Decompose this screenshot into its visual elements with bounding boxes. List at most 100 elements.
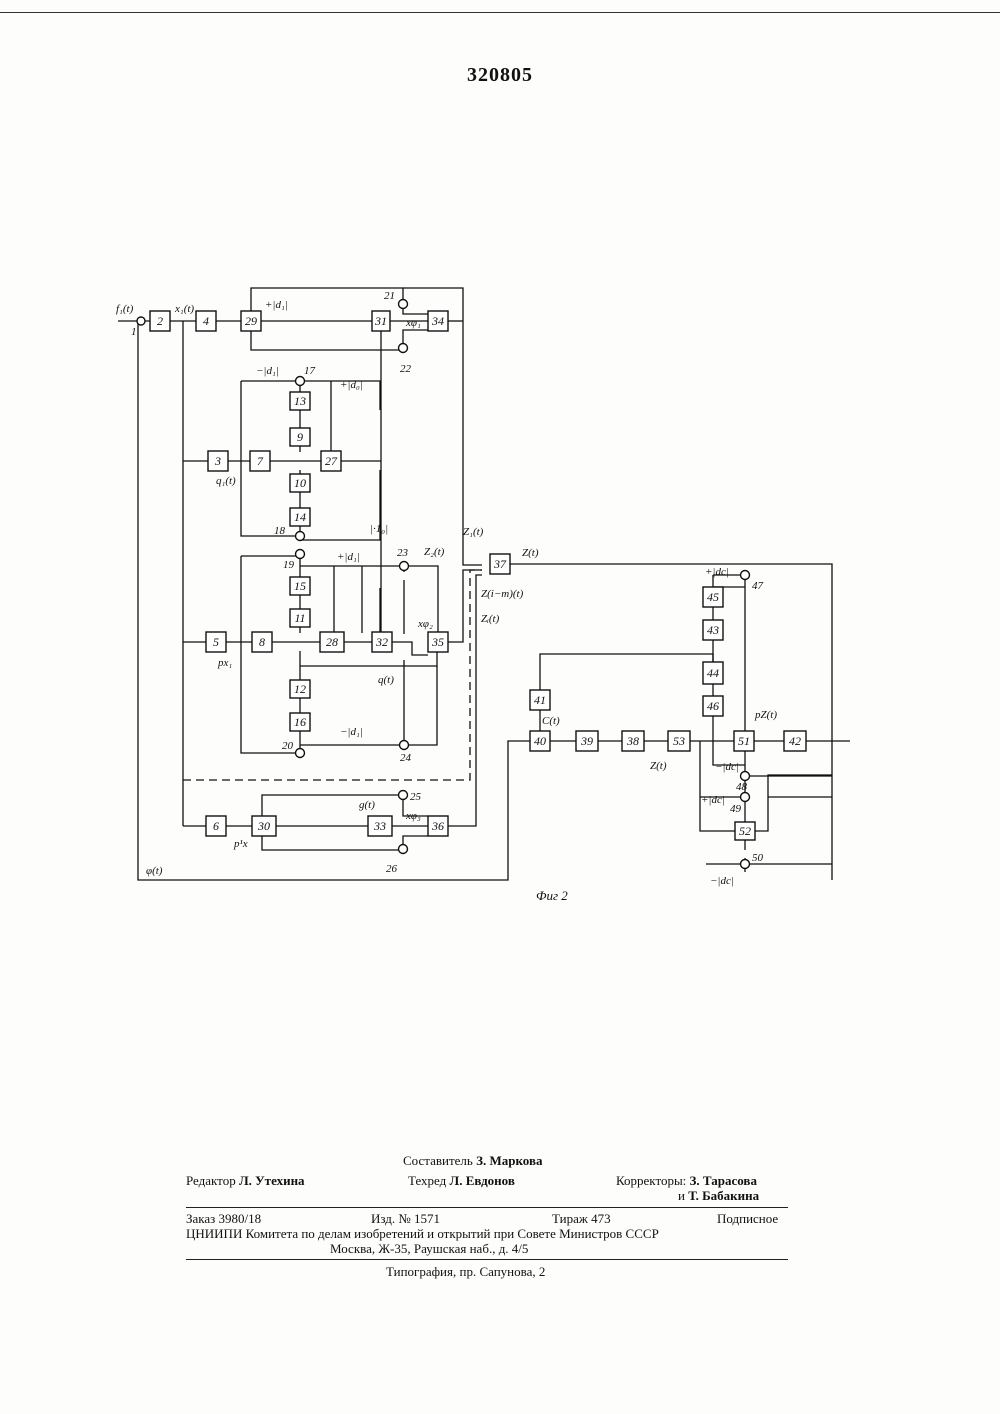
correctors-line-2: и Т. Бабакина — [678, 1188, 759, 1204]
subscription: Подписное — [717, 1211, 778, 1227]
block-4-label: 4 — [203, 314, 209, 328]
compiler-line: Составитель З. Маркова — [403, 1153, 542, 1169]
label-dc2: +|dc| — [701, 794, 725, 806]
summing-node-47 — [741, 571, 750, 580]
block-39-label: 39 — [580, 734, 593, 748]
node-numbers: 1 21 22 17 18 19 23 20 24 25 26 47 48 49… — [131, 290, 764, 875]
label-z2: Z₂(t) — [424, 546, 445, 558]
summing-node-17 — [296, 377, 305, 386]
label-d1-top: +|d₁| — [265, 299, 288, 311]
node-label-49: 49 — [730, 803, 742, 815]
block-28: 28 — [320, 632, 344, 652]
block-40: 40 — [530, 731, 550, 751]
block-12: 12 — [290, 680, 310, 698]
block-28-label: 28 — [326, 635, 338, 649]
node-label-25: 25 — [410, 791, 422, 803]
block-11-label: 11 — [294, 611, 305, 625]
node-label-48: 48 — [736, 781, 748, 793]
block-31-label: 31 — [374, 314, 387, 328]
summing-node-23 — [400, 562, 409, 571]
block-43-label: 43 — [707, 623, 719, 637]
label-zim: Z(i−m)(t) — [481, 588, 524, 600]
block-41-label: 41 — [534, 693, 546, 707]
summing-node-50 — [741, 860, 750, 869]
block-41: 41 — [530, 690, 550, 710]
block-13-label: 13 — [294, 394, 306, 408]
techred-name: Л. Евдонов — [450, 1173, 515, 1188]
block-11: 11 — [290, 609, 310, 627]
editor-label: Редактор — [186, 1173, 236, 1188]
node-label-50: 50 — [752, 852, 764, 864]
block-31: 31 — [372, 311, 390, 331]
edition-number: Изд. № 1571 — [371, 1211, 440, 1227]
committee: ЦНИИПИ Комитета по делам изобретений и о… — [186, 1226, 659, 1242]
block-12-label: 12 — [294, 682, 306, 696]
block-6-label: 6 — [213, 819, 219, 833]
block-38-label: 38 — [626, 734, 639, 748]
techred-label: Техред — [408, 1173, 446, 1188]
block-52: 52 — [735, 822, 755, 840]
block-10-label: 10 — [294, 476, 306, 490]
label-mdc: −|dc| — [715, 761, 739, 773]
block-15: 15 — [290, 577, 310, 595]
block-27-label: 27 — [325, 454, 338, 468]
summing-node-1 — [137, 317, 145, 325]
label-gt: g(t) — [359, 799, 375, 811]
summing-node-48 — [741, 772, 750, 781]
block-14: 14 — [290, 508, 310, 526]
node-label-1: 1 — [131, 326, 137, 338]
block-53: 53 — [668, 731, 690, 751]
block-2-label: 2 — [157, 314, 163, 328]
summing-node-49 — [741, 793, 750, 802]
corrector-name-2: Т. Бабакина — [688, 1188, 759, 1203]
block-37-label: 37 — [493, 557, 507, 571]
label-z1: Z₁(t) — [463, 526, 484, 538]
summing-node-21 — [399, 300, 408, 309]
block-45-label: 45 — [707, 590, 719, 604]
editor-name: Л. Утехина — [239, 1173, 305, 1188]
corrector-name-1: З. Тарасова — [690, 1173, 757, 1188]
block-13: 13 — [290, 392, 310, 410]
block-32-label: 32 — [375, 635, 388, 649]
summing-node-19 — [296, 550, 305, 559]
block-42: 42 — [784, 731, 806, 751]
block-29: 29 — [241, 311, 261, 331]
block-29-label: 29 — [245, 314, 257, 328]
address: Москва, Ж-35, Раушская наб., д. 4/5 — [330, 1241, 528, 1257]
block-16: 16 — [290, 713, 310, 731]
editor-line: Редактор Л. Утехина — [186, 1173, 305, 1189]
summing-node-25 — [399, 791, 408, 800]
block-44: 44 — [703, 662, 723, 684]
block-5-label: 5 — [213, 635, 219, 649]
printer: Типография, пр. Сапунова, 2 — [386, 1264, 545, 1280]
block-40-label: 40 — [534, 734, 546, 748]
summing-node-26 — [399, 845, 408, 854]
block-35: 35 — [428, 632, 448, 652]
block-33: 33 — [368, 816, 392, 836]
block-6: 6 — [206, 816, 226, 836]
compiler-label: Составитель — [403, 1153, 473, 1168]
block-53-label: 53 — [673, 734, 685, 748]
block-35-label: 35 — [431, 635, 444, 649]
label-xphi1: xφ₁ — [405, 317, 421, 329]
block-14-label: 14 — [294, 510, 306, 524]
summing-node-24 — [400, 741, 409, 750]
summing-nodes — [137, 300, 750, 869]
node-label-17: 17 — [304, 365, 316, 377]
block-42-label: 42 — [789, 734, 801, 748]
block-51-label: 51 — [738, 734, 750, 748]
label-zt: Z(t) — [522, 547, 539, 559]
print-run: Тираж 473 — [552, 1211, 611, 1227]
node-label-26: 26 — [386, 863, 398, 875]
block-39: 39 — [576, 731, 598, 751]
techred-line: Техред Л. Евдонов — [408, 1173, 515, 1189]
label-xphi3: xφ₃ — [405, 810, 421, 822]
summing-node-22 — [399, 344, 408, 353]
block-5: 5 — [206, 632, 226, 652]
correctors-and: и — [678, 1188, 685, 1203]
block-43: 43 — [703, 620, 723, 640]
label-q1: q₁(t) — [216, 475, 236, 487]
block-30: 30 — [252, 816, 276, 836]
label-ct: C(t) — [542, 715, 560, 727]
